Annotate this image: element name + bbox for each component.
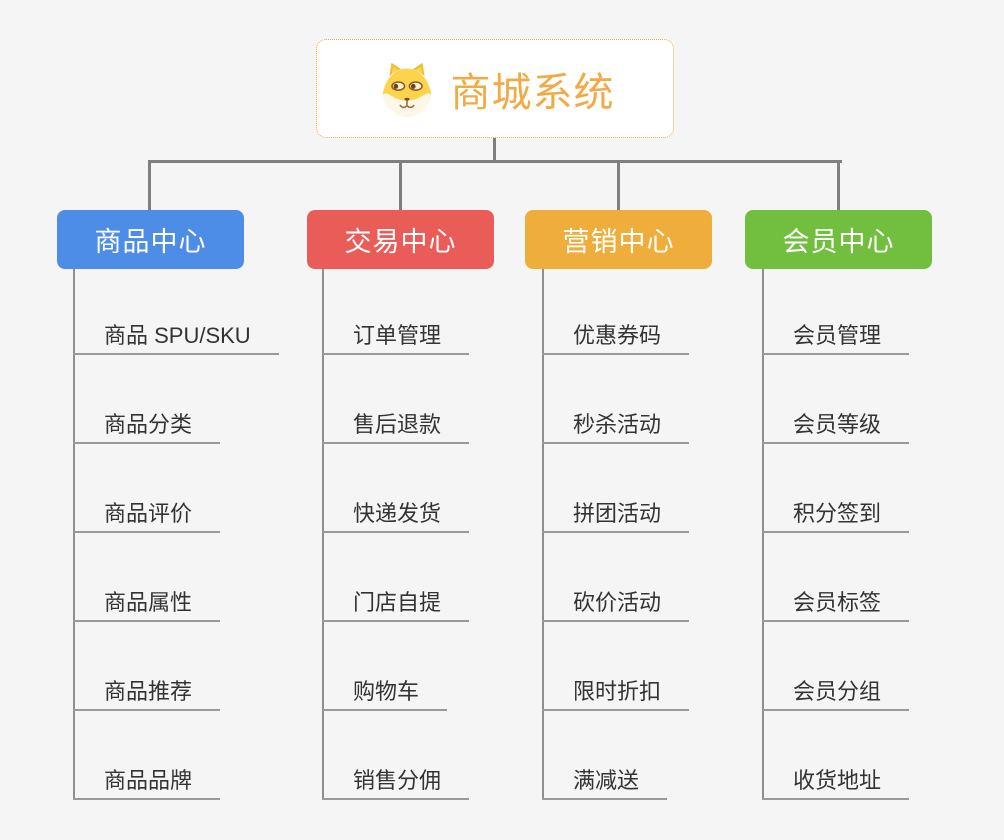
leaf-node[interactable]: 会员等级 xyxy=(762,400,910,444)
root-title: 商城系统 xyxy=(450,70,615,115)
leaf-node[interactable]: 商品 SPU/SKU xyxy=(73,311,279,355)
branch-rail xyxy=(73,269,75,800)
connector-line xyxy=(148,160,151,210)
leaf-node[interactable]: 拼团活动 xyxy=(542,489,690,533)
leaf-node[interactable]: 门店自提 xyxy=(322,578,470,622)
connector-line xyxy=(493,138,496,162)
branch-rail xyxy=(542,269,544,800)
connector-line xyxy=(399,160,402,210)
branch-rail xyxy=(322,269,324,800)
leaf-node[interactable]: 收货地址 xyxy=(762,756,910,800)
leaf-node[interactable]: 商品推荐 xyxy=(73,667,221,711)
leaf-node[interactable]: 销售分佣 xyxy=(322,756,470,800)
branch-rail xyxy=(762,269,764,800)
leaf-node[interactable]: 满减送 xyxy=(542,756,668,800)
leaf-node[interactable]: 砍价活动 xyxy=(542,578,690,622)
connector-line xyxy=(617,160,620,210)
branch-node-member-center[interactable]: 会员中心 xyxy=(745,210,932,269)
leaf-node[interactable]: 商品品牌 xyxy=(73,756,221,800)
leaf-node[interactable]: 会员管理 xyxy=(762,311,910,355)
leaf-node[interactable]: 会员分组 xyxy=(762,667,910,711)
branch-node-trade-center[interactable]: 交易中心 xyxy=(307,210,494,269)
leaf-node[interactable]: 售后退款 xyxy=(322,400,470,444)
leaf-node[interactable]: 订单管理 xyxy=(322,311,470,355)
connector-line xyxy=(837,160,840,210)
leaf-node[interactable]: 商品分类 xyxy=(73,400,221,444)
branch-node-product-center[interactable]: 商品中心 xyxy=(57,210,244,269)
leaf-node[interactable]: 秒杀活动 xyxy=(542,400,690,444)
leaf-node[interactable]: 限时折扣 xyxy=(542,667,690,711)
root-node[interactable]: 商城系统 xyxy=(316,39,674,138)
leaf-node[interactable]: 优惠券码 xyxy=(542,311,690,355)
connector-line xyxy=(148,160,842,163)
leaf-node[interactable]: 快递发货 xyxy=(322,489,470,533)
dog-face-icon xyxy=(382,62,431,117)
leaf-node[interactable]: 会员标签 xyxy=(762,578,910,622)
leaf-node[interactable]: 购物车 xyxy=(322,667,448,711)
leaf-node[interactable]: 积分签到 xyxy=(762,489,910,533)
branch-node-marketing-center[interactable]: 营销中心 xyxy=(525,210,712,269)
leaf-node[interactable]: 商品属性 xyxy=(73,578,221,622)
leaf-node[interactable]: 商品评价 xyxy=(73,489,221,533)
